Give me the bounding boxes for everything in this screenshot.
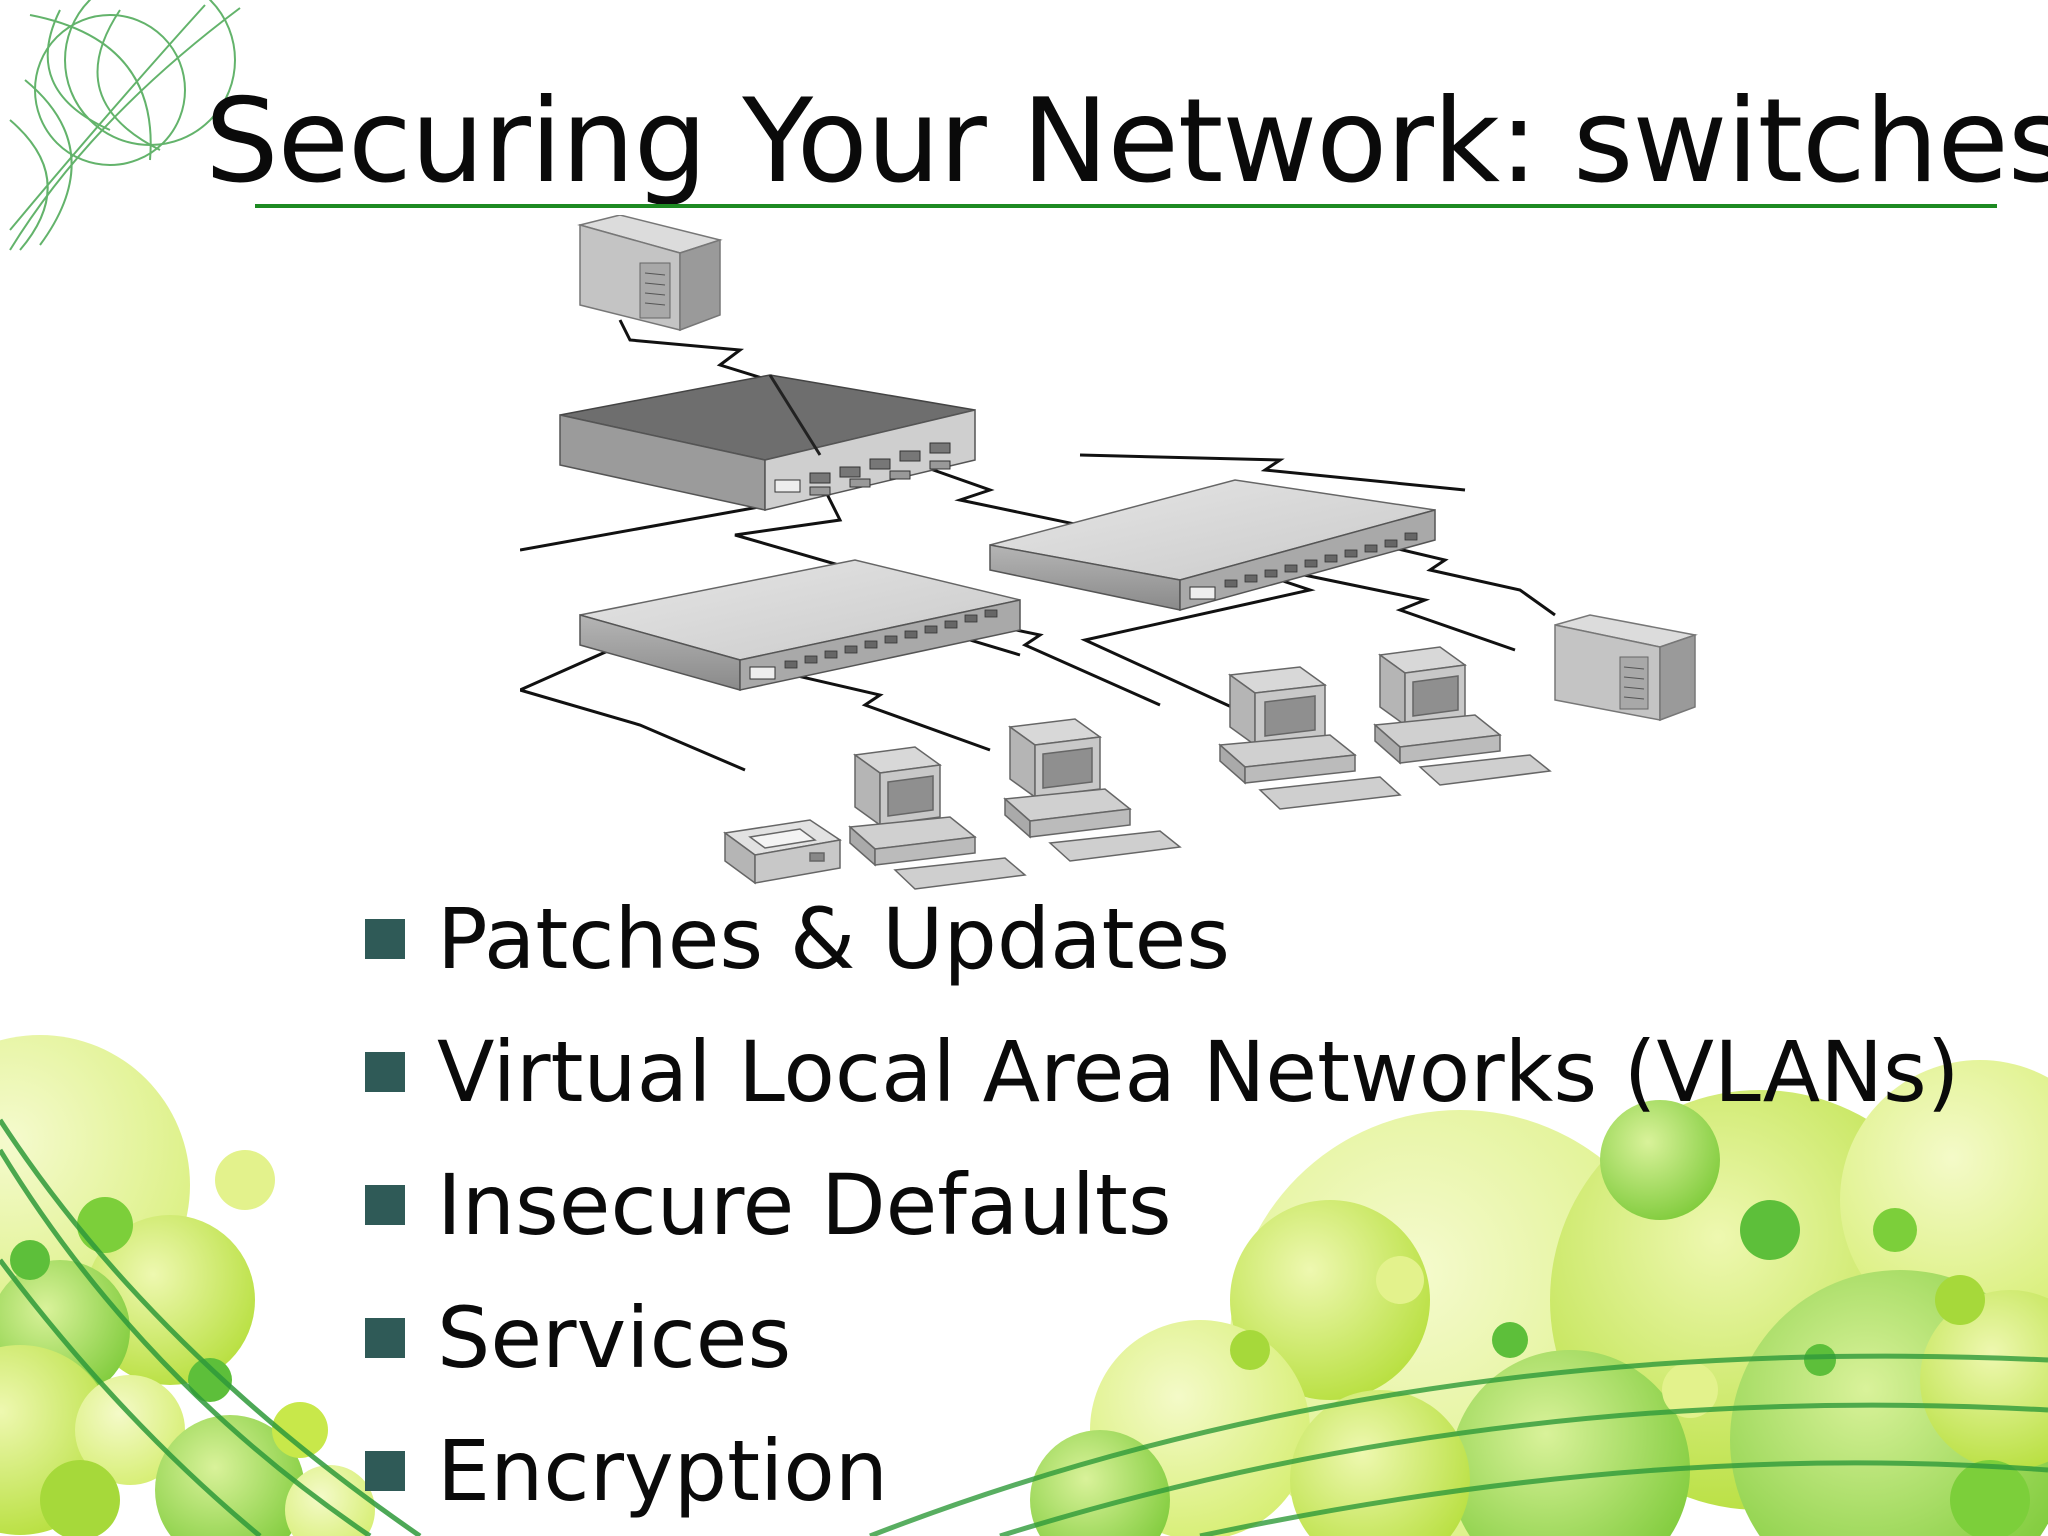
swoosh-lines-right	[869, 1353, 2048, 1536]
server-icon	[577, 215, 723, 332]
square-bullet-icon	[365, 918, 405, 959]
square-bullet-icon	[365, 1184, 405, 1225]
switch-icon	[559, 374, 976, 511]
desktop-computer-icon	[1373, 646, 1552, 786]
list-item-text: Services	[437, 1288, 792, 1387]
bubble-cluster-left	[0, 1035, 375, 1536]
printer-icon	[723, 819, 842, 885]
list-item: Encryption	[365, 1404, 1960, 1536]
swoosh-lines-left	[0, 1118, 422, 1536]
network-diagram	[520, 215, 1698, 890]
title-underline	[255, 204, 1997, 208]
desktop-computer-icon	[1003, 718, 1182, 862]
desktop-computer-icon	[1218, 666, 1402, 810]
square-bullet-icon	[365, 1051, 405, 1092]
switch-icon	[579, 559, 1021, 691]
switch-icon	[989, 479, 1436, 611]
list-item: Services	[365, 1271, 1960, 1404]
bullet-list: Patches & Updates Virtual Local Area Net…	[365, 872, 1960, 1536]
list-item-text: Insecure Defaults	[437, 1155, 1172, 1254]
desktop-computer-icon	[848, 746, 1027, 890]
list-item: Insecure Defaults	[365, 1138, 1960, 1271]
corner-swirl-decoration	[9, 0, 241, 251]
server-icon	[1554, 614, 1698, 722]
list-item: Virtual Local Area Networks (VLANs)	[365, 1005, 1960, 1138]
slide-title: Securing Your Network: switches	[205, 74, 2048, 209]
list-item-text: Encryption	[437, 1421, 888, 1520]
list-item: Patches & Updates	[365, 872, 1960, 1005]
square-bullet-icon	[365, 1450, 405, 1491]
square-bullet-icon	[365, 1317, 405, 1358]
list-item-text: Virtual Local Area Networks (VLANs)	[437, 1022, 1960, 1121]
list-item-text: Patches & Updates	[437, 889, 1231, 988]
